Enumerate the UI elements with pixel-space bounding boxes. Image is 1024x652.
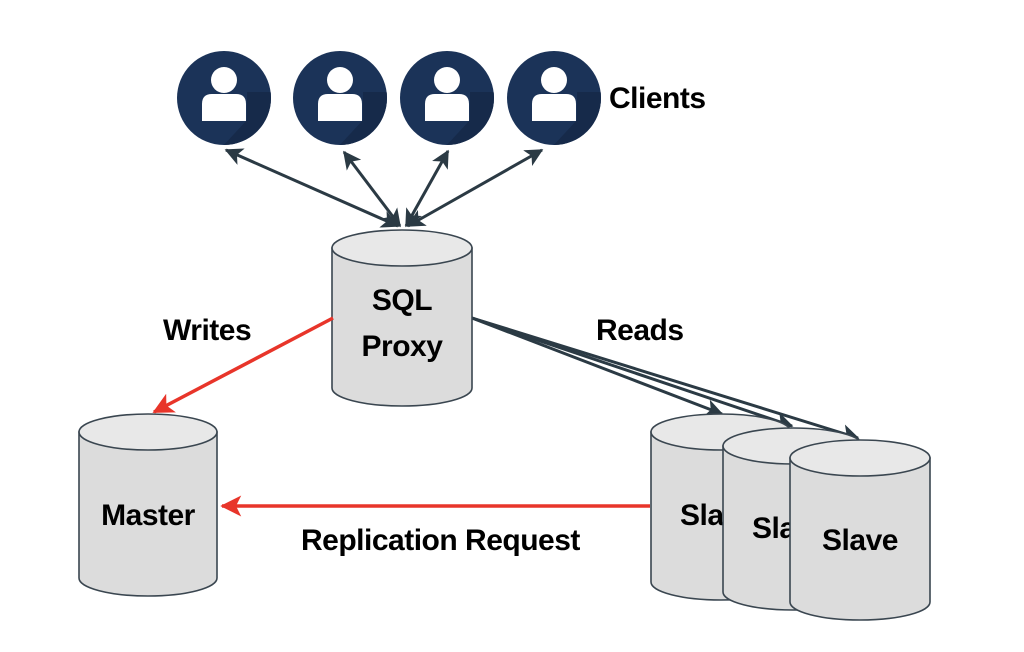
client-node-3 xyxy=(400,51,494,145)
user-icon xyxy=(202,67,246,121)
client-node-1 xyxy=(177,51,271,145)
user-icon xyxy=(425,67,469,121)
master-label: Master xyxy=(101,499,196,532)
cylinder-top xyxy=(789,439,931,477)
proxy-label-line2: Proxy xyxy=(362,330,444,363)
edge-proxy-slave-1 xyxy=(471,316,724,417)
writes-label: Writes xyxy=(163,314,251,347)
user-icon xyxy=(318,67,362,121)
client-node-4 xyxy=(507,51,601,145)
cylinder-top xyxy=(78,413,218,451)
client-proxy-edges xyxy=(224,148,544,228)
reads-label: Reads xyxy=(596,314,684,347)
user-icon xyxy=(532,67,576,121)
master-node: Master xyxy=(78,413,218,597)
cylinder-body xyxy=(789,457,931,621)
cylinder-top xyxy=(331,229,473,267)
sql-proxy-node: SQL Proxy xyxy=(331,229,473,407)
slave-node-3: Slave xyxy=(789,439,931,621)
reads-edges xyxy=(471,316,860,442)
clients-label: Clients xyxy=(609,82,706,115)
edge-proxy-master-writes xyxy=(152,316,334,414)
cylinder-body xyxy=(78,431,218,597)
edge-proxy-client-4 xyxy=(406,148,544,228)
cylinder-body xyxy=(331,247,473,407)
replication-label: Replication Request xyxy=(301,524,580,557)
proxy-label-line1: SQL xyxy=(372,284,432,317)
edge-proxy-client-2 xyxy=(342,150,402,228)
edge-proxy-slave-3 xyxy=(471,316,860,442)
slave-1-label: Sla xyxy=(680,499,724,532)
slave-3-label: Slave xyxy=(822,524,898,557)
client-node-2 xyxy=(293,51,387,145)
